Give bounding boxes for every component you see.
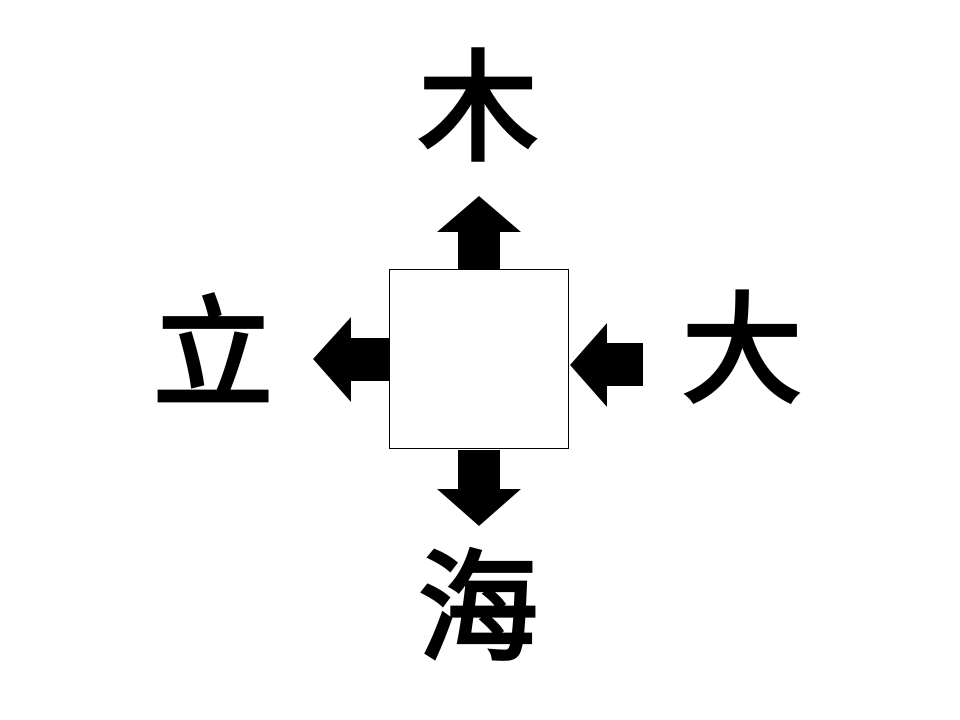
- bottom-kanji: 海: [418, 540, 538, 679]
- answer-box[interactable]: [389, 269, 569, 449]
- top-kanji: 木: [418, 40, 538, 179]
- left-kanji: 立: [153, 286, 273, 425]
- arrow-into-box-from-right-icon: [570, 323, 643, 407]
- arrow-up-icon: [437, 196, 521, 269]
- arrow-left-icon: [313, 317, 389, 402]
- arrow-down-icon: [437, 450, 521, 526]
- right-kanji: 大: [682, 282, 802, 421]
